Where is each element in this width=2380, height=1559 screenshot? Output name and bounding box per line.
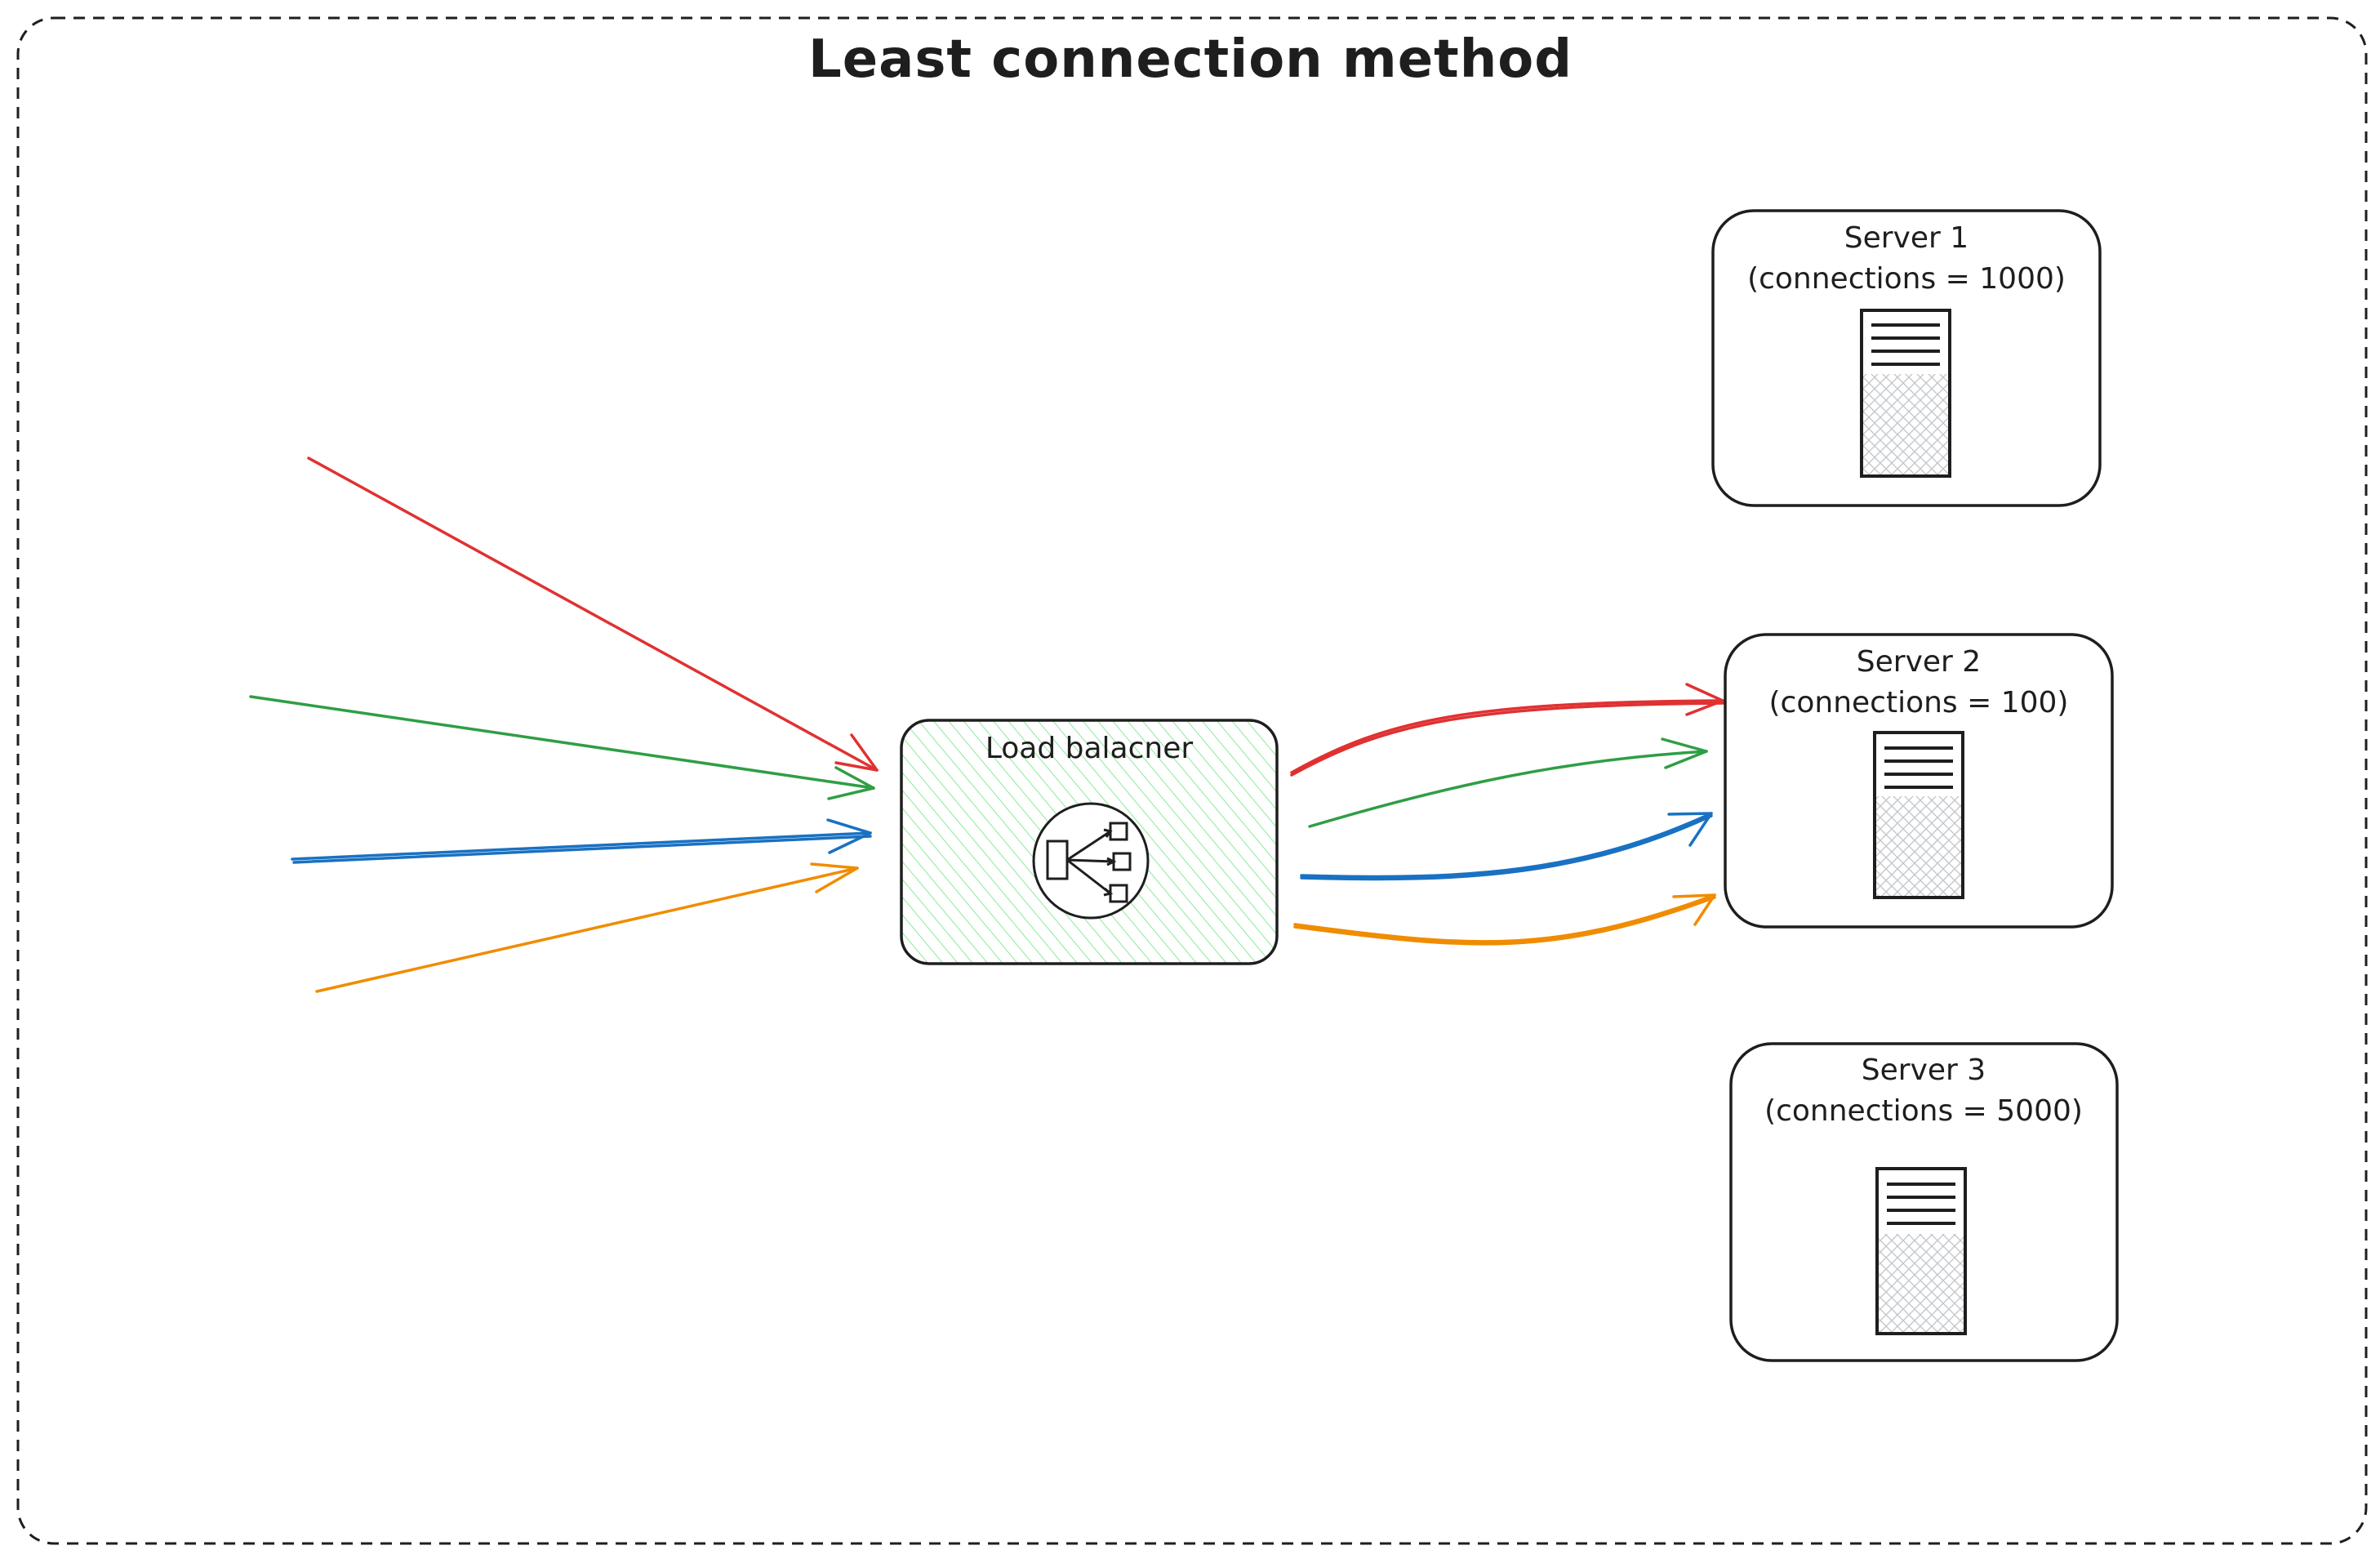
server-connections: (connections = 100) bbox=[1769, 686, 2069, 719]
server-connections: (connections = 1000) bbox=[1747, 262, 2066, 296]
incoming-arrow-blue bbox=[291, 818, 872, 864]
load-balancer-label: Load balacner bbox=[985, 732, 1194, 765]
load-balancer-node[interactable]: Load balacner bbox=[900, 719, 1279, 965]
server-rack-icon bbox=[1860, 309, 1951, 478]
load-balancer-icon bbox=[1032, 802, 1150, 920]
server-node-3[interactable]: Server 3 (connections = 5000) bbox=[1729, 1042, 2119, 1362]
outgoing-arrow-blue bbox=[1300, 812, 1713, 881]
server-connections: (connections = 5000) bbox=[1764, 1094, 2083, 1128]
diagram-title: Least connection method bbox=[808, 29, 1573, 90]
outgoing-arrow-orange bbox=[1293, 893, 1716, 946]
server-node-1[interactable]: Server 1 (connections = 1000) bbox=[1711, 209, 2102, 507]
server-rack-icon bbox=[1875, 1167, 1967, 1335]
outgoing-arrow-red bbox=[1290, 683, 1724, 777]
outgoing-arrow-green bbox=[1308, 737, 1708, 828]
incoming-arrow-orange bbox=[315, 862, 859, 993]
server-name: Server 3 bbox=[1862, 1053, 1986, 1087]
server-rack-icon bbox=[1873, 731, 1964, 899]
server-node-2[interactable]: Server 2 (connections = 100) bbox=[1724, 633, 2114, 929]
server-name: Server 2 bbox=[1857, 645, 1981, 679]
outer-frame bbox=[16, 16, 2368, 1545]
incoming-arrow-green bbox=[249, 695, 875, 800]
incoming-arrow-red bbox=[307, 457, 879, 772]
server-name: Server 1 bbox=[1844, 221, 1969, 255]
